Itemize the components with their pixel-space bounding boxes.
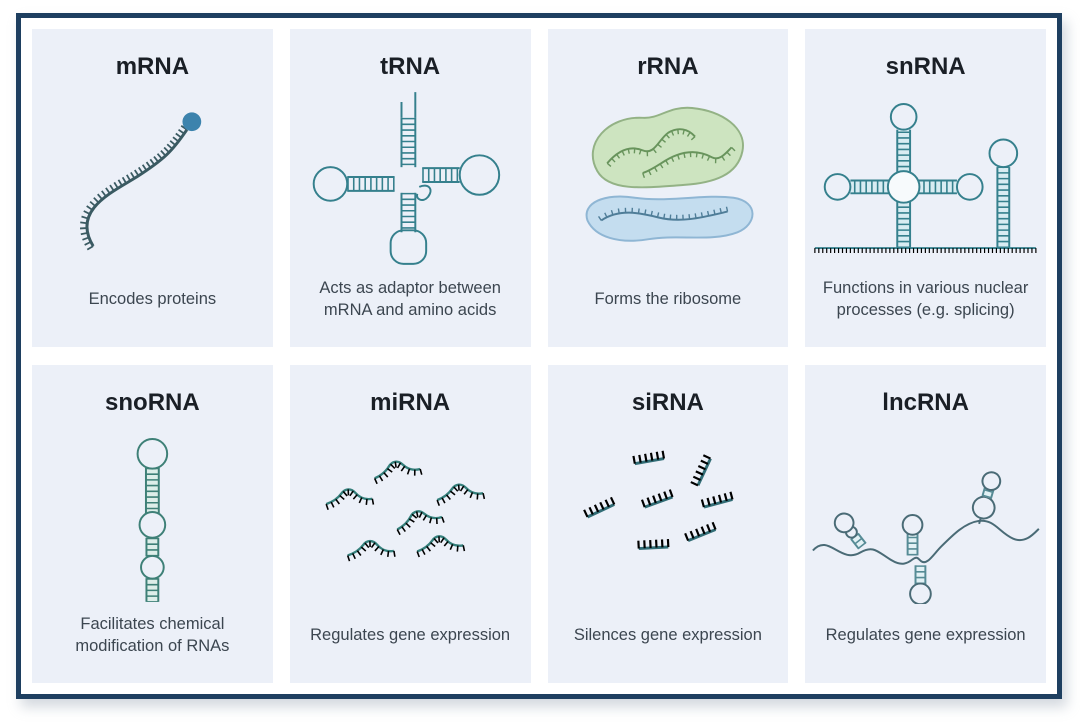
trna-variable-loop <box>415 184 432 201</box>
snorna-bulge-1 <box>138 510 167 539</box>
card-title-mrna: mRNA <box>115 53 190 80</box>
snrna-top-loop <box>890 102 918 131</box>
card-sirna: siRNA Silences gene expression <box>547 365 789 683</box>
card-title-snorna: snoRNA <box>105 389 200 416</box>
mirna-fragments-icon <box>325 460 485 562</box>
rrna-strand-large-1 <box>605 127 696 164</box>
card-lncrna: lncRNA <box>805 365 1046 683</box>
card-title-snrna: snRNA <box>885 53 966 80</box>
ribosome-icon <box>585 106 753 242</box>
sirna-fragments-icon <box>582 450 734 550</box>
card-snrna: snRNA Functions in various nuclear proce… <box>805 29 1046 347</box>
trna-illustration <box>290 80 531 277</box>
card-title-mirna: miRNA <box>370 389 451 416</box>
snrna-right-loop <box>956 172 984 201</box>
card-rrna: rRNA Forms the ribosome <box>547 29 789 347</box>
snrna-left-loop <box>823 172 852 201</box>
card-description-lncrna: Regulates gene expression <box>825 626 1026 645</box>
lncrna-strand-icon <box>812 470 1040 604</box>
snorna-illustration <box>32 416 273 613</box>
snorna-bulge-2 <box>140 554 165 580</box>
sirna-illustration <box>548 416 789 613</box>
card-description-snrna: Functions in various nuclear processes (… <box>822 279 1029 319</box>
lncrna-hairpin-middle <box>901 513 924 556</box>
card-title-sirna: siRNA <box>631 389 704 416</box>
diagram-frame: mRNA Encodes proteins tRNA <box>16 13 1062 699</box>
card-mirna: miRNA Regulates gene expression <box>289 365 531 683</box>
card-description-mrna: Encodes proteins <box>88 290 217 309</box>
lncrna-illustration <box>805 416 1046 613</box>
trna-anticodon-loop <box>389 229 427 265</box>
trna-acceptor-ends <box>400 91 417 118</box>
card-title-trna: tRNA <box>380 53 441 80</box>
card-description-mirna: Regulates gene expression <box>310 626 511 645</box>
snorna-hairpin-icon <box>136 437 169 602</box>
card-mrna: mRNA Encodes proteins <box>32 29 273 347</box>
card-title-rrna: rRNA <box>637 53 699 80</box>
snrna-hairpin-loop <box>988 138 1019 168</box>
mrna-strand <box>85 128 189 247</box>
card-title-lncrna: lncRNA <box>882 389 969 416</box>
lncrna-backbone <box>812 519 1040 565</box>
lncrna-hairpin-bottom <box>909 565 933 604</box>
card-description-rrna: Forms the ribosome <box>594 290 742 309</box>
card-trna: tRNA Acts as adaptor between mRNA and am… <box>289 29 531 347</box>
card-snorna: snoRNA Facilitates chemical modification… <box>32 365 273 683</box>
snrna-illustration <box>805 80 1046 277</box>
snorna-top-loop <box>136 437 169 470</box>
trna-left-loop <box>312 165 348 202</box>
rrna-illustration <box>548 80 789 277</box>
lncrna-hairpin-right <box>972 470 1002 524</box>
card-description-trna: Acts as adaptor between mRNA and amino a… <box>319 279 501 319</box>
mrna-illustration <box>32 80 273 277</box>
mirna-illustration <box>290 416 531 613</box>
snrna-structure-icon <box>814 102 1037 253</box>
lncrna-hairpin-left <box>834 512 867 550</box>
trna-cloverleaf-icon <box>312 91 500 265</box>
mrna-cap-circle <box>182 112 202 131</box>
mrna-strand-icon <box>79 112 202 251</box>
card-description-snorna: Facilitates chemical modification of RNA… <box>75 615 230 655</box>
snrna-center-loop <box>887 169 921 204</box>
trna-right-loop <box>458 154 500 196</box>
rna-cards-grid: mRNA Encodes proteins tRNA <box>21 18 1057 694</box>
card-description-sirna: Silences gene expression <box>573 626 762 645</box>
ribosome-large-subunit <box>591 106 744 188</box>
